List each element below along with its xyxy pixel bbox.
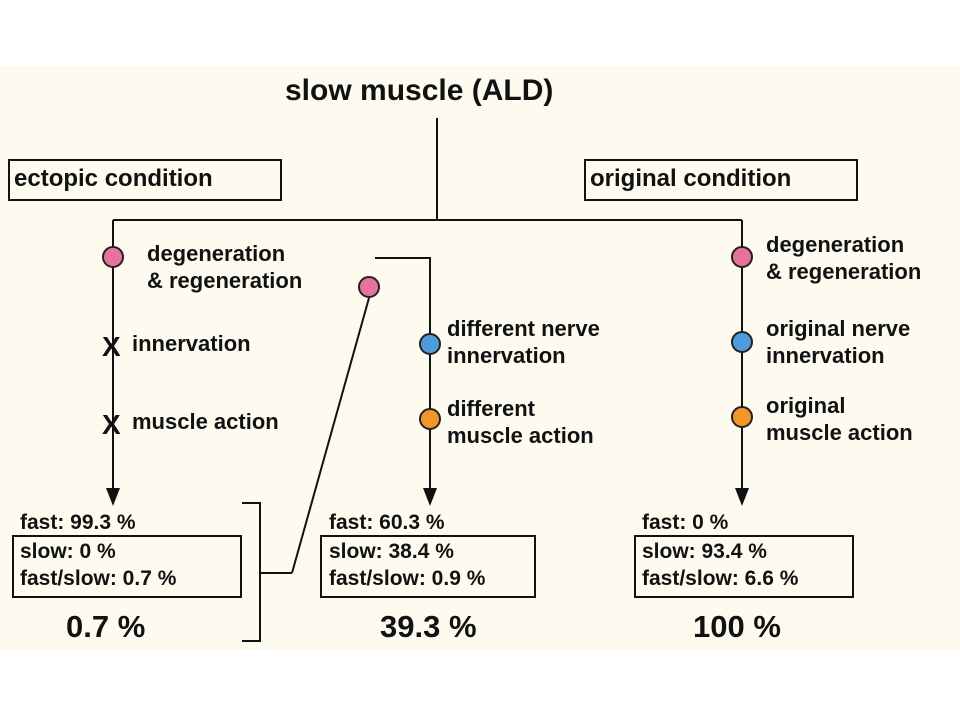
right-total: 100 % — [693, 609, 781, 644]
left-arrowhead — [106, 488, 120, 506]
crossover-line — [291, 297, 370, 574]
right-result-box — [634, 535, 854, 598]
right-step2-line2: innervation — [766, 343, 885, 368]
middle-step1-line1: different nerve — [447, 316, 600, 341]
right-step1-line2: & regeneration — [766, 259, 922, 284]
middle-innervation-dot — [419, 333, 441, 355]
left-result-slow: slow: 0 % — [20, 540, 116, 563]
right-step1-line1: degeneration — [766, 232, 905, 257]
middle-step2-line2: muscle action — [447, 423, 594, 448]
left-bracket — [242, 502, 261, 642]
middle-muscle-action-dot — [419, 408, 441, 430]
right-innervation-dot — [731, 331, 753, 353]
left-result-fast: fast: 99.3 % — [20, 511, 136, 534]
ectopic-condition-box — [8, 159, 282, 201]
left-step1-line1: degeneration — [147, 241, 286, 266]
right-step3-line1: original — [766, 393, 846, 418]
original-condition-box — [584, 159, 858, 201]
middle-result-fastslow: fast/slow: 0.9 % — [329, 567, 486, 590]
middle-arrowhead — [423, 488, 437, 506]
right-result-fastslow: fast/slow: 6.6 % — [642, 567, 799, 590]
ectopic-condition-label: ectopic condition — [14, 165, 213, 192]
right-result-fast: fast: 0 % — [642, 511, 729, 534]
middle-result-fast: fast: 60.3 % — [329, 511, 445, 534]
middle-result-slow: slow: 38.4 % — [329, 540, 454, 563]
middle-total: 39.3 % — [380, 609, 477, 644]
middle-regeneration-dot — [358, 276, 380, 298]
left-step1-line2: & regeneration — [147, 268, 303, 293]
left-regeneration-dot — [102, 246, 124, 268]
original-condition-label: original condition — [590, 165, 792, 192]
right-arrowhead — [735, 488, 749, 506]
middle-result-box — [320, 535, 536, 598]
left-total: 0.7 % — [66, 609, 146, 644]
left-innervation-cross-icon: X — [102, 331, 121, 362]
middle-step2-line1: different — [447, 396, 535, 421]
right-regeneration-dot — [731, 246, 753, 268]
right-step2-line1: original nerve — [766, 316, 911, 341]
right-muscle-action-dot — [731, 406, 753, 428]
left-step2-label: innervation — [132, 331, 251, 356]
middle-stem — [375, 257, 431, 492]
right-result-slow: slow: 93.4 % — [642, 540, 767, 563]
diagram-title: slow muscle (ALD) — [285, 74, 554, 107]
right-step3-line2: muscle action — [766, 420, 913, 445]
left-step3-label: muscle action — [132, 409, 279, 434]
diagram-panel — [0, 66, 960, 650]
middle-step1-line2: innervation — [447, 343, 566, 368]
left-muscle-action-cross-icon: X — [102, 409, 121, 440]
left-result-fastslow: fast/slow: 0.7 % — [20, 567, 177, 590]
left-result-box — [12, 535, 242, 598]
